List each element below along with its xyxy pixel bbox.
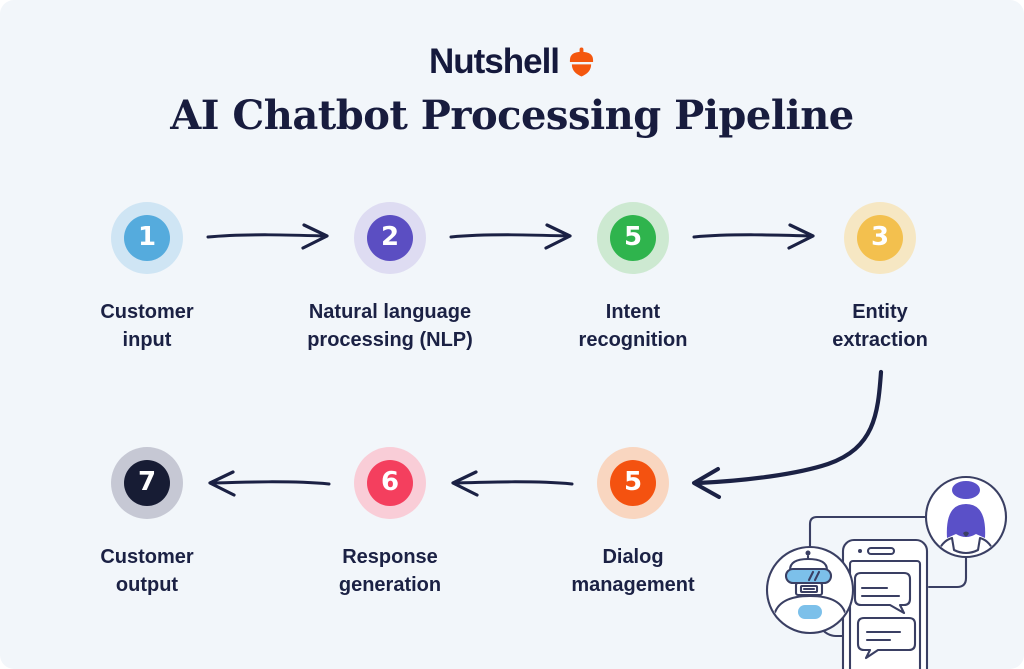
step-circle: 3 xyxy=(844,202,916,274)
step-circle: 6 xyxy=(354,447,426,519)
curved-arrow-icon xyxy=(692,369,884,499)
nutshell-logo: Nutshell xyxy=(0,42,1024,82)
step-circle: 7 xyxy=(111,447,183,519)
step-number: 5 xyxy=(623,467,643,497)
person-icon xyxy=(924,475,1008,559)
connector-line xyxy=(808,515,928,550)
chatbot-illustration xyxy=(765,475,1008,669)
arrow-right-icon xyxy=(692,223,815,250)
step-circle: 5 xyxy=(597,202,669,274)
arrow-right-icon xyxy=(449,223,572,250)
step-number: 6 xyxy=(380,467,400,497)
acorn-icon xyxy=(569,47,594,77)
chat-bubble xyxy=(853,571,912,615)
arrow-left-icon xyxy=(208,470,331,497)
step-number: 1 xyxy=(137,222,157,252)
step-circle: 5 xyxy=(597,447,669,519)
step-number: 3 xyxy=(870,222,890,252)
chat-bubble xyxy=(856,616,917,660)
step-number: 5 xyxy=(623,222,643,252)
arrow-right-icon xyxy=(206,223,329,250)
step-number: 2 xyxy=(380,222,400,252)
smartphone-icon xyxy=(841,538,929,669)
step-number: 7 xyxy=(137,467,157,497)
step-circle: 2 xyxy=(354,202,426,274)
logo-text: Nutshell xyxy=(428,42,560,81)
step-circle: 1 xyxy=(111,202,183,274)
page-title: AI Chatbot Processing Pipeline xyxy=(170,92,854,139)
arrow-left-icon xyxy=(451,470,574,497)
connector-line xyxy=(927,554,968,589)
robot-icon xyxy=(765,545,855,635)
